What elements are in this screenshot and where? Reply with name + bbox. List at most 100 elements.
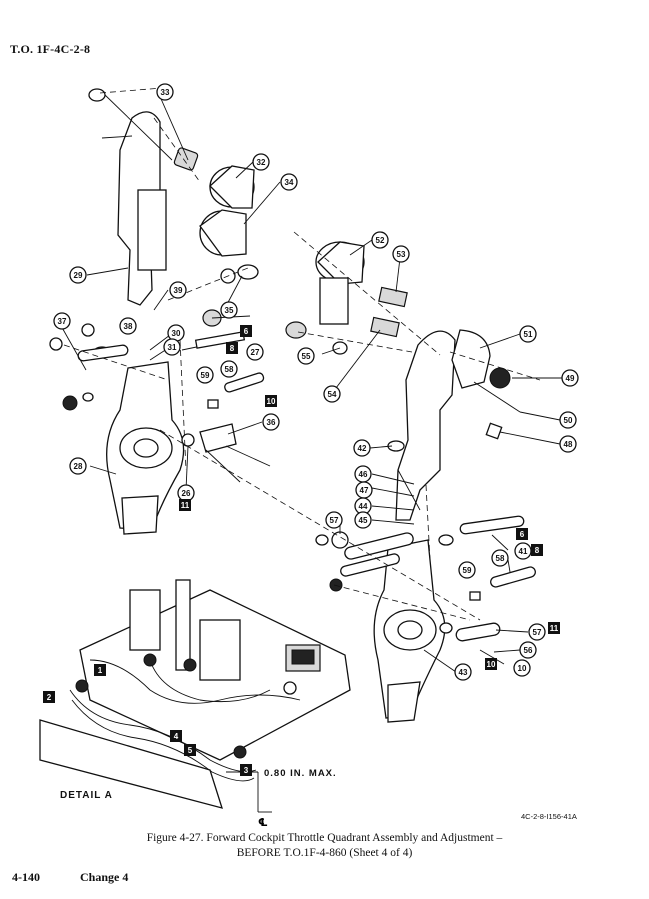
flag-number: 8 [535,546,540,555]
callout-number: 30 [172,329,181,338]
callout-43: 43 [454,663,472,681]
flag-note-11: 11 [548,622,560,634]
callout-number: 57 [330,516,339,525]
detail-a-quadrant [39,579,351,813]
callout-26: 26 [177,484,195,502]
centerline-symbol: ℄ [258,816,268,829]
callout-layer: 33 32 34 29 38 39 35 30 27 31 28 37 59 58 36 26 52 53 55 54… [53,83,579,681]
callout-number: 32 [257,158,266,167]
flag-number: 6 [520,530,525,539]
callout-50: 50 [559,411,577,429]
callout-number: 29 [74,271,83,280]
callout-52: 52 [371,231,389,249]
callout-30: 30 [167,324,185,342]
callout-55: 55 [297,347,315,365]
callout-54: 54 [323,385,341,403]
callout-48: 48 [559,435,577,453]
callout-59: 59 [196,366,214,384]
callout-58: 58 [491,549,509,567]
flag-note-8: 8 [226,342,238,354]
flag-number: 10 [487,660,496,669]
flag-note-3: 3 [240,764,252,776]
detail-a-label: DETAIL A [60,790,113,801]
flag-number: 11 [181,501,190,510]
callout-10: 10 [513,659,531,677]
page-number: 4-140 [12,870,40,884]
callout-53: 53 [392,245,410,263]
callout-number: 54 [328,390,337,399]
callout-28: 28 [69,457,87,475]
callout-42: 42 [353,439,371,457]
callout-39: 39 [169,281,187,299]
callout-45: 45 [354,511,372,529]
flag-number: 1 [98,666,103,675]
flag-note-8: 8 [531,544,543,556]
flag-number: 5 [188,746,193,755]
document-id: T.O. 1F-4C-2-8 [10,42,91,56]
drawing-code: 4C-2-8-I156-41A [521,812,577,821]
callout-number: 36 [267,418,276,427]
callout-number: 28 [74,462,83,471]
flag-number: 4 [174,732,179,741]
callout-number: 59 [463,566,472,575]
callout-37: 37 [53,312,71,330]
callout-number: 51 [524,330,533,339]
callout-49: 49 [561,369,579,387]
callout-number: 34 [285,178,294,187]
callout-56: 56 [519,641,537,659]
callout-57: 57 [325,511,343,529]
callout-46: 46 [354,465,372,483]
flag-note-10: 10 [485,658,497,670]
callout-number: 58 [225,365,234,374]
callout-number: 45 [359,516,368,525]
callout-number: 58 [496,554,505,563]
flag-note-1: 1 [94,664,106,676]
callout-number: 49 [566,374,575,383]
callout-58: 58 [220,360,238,378]
flag-number: 2 [47,693,52,702]
callout-41: 41 [514,542,532,560]
callout-number: 42 [358,444,367,453]
callout-number: 44 [359,502,368,511]
flag-note-6: 6 [240,325,252,337]
flag-note-11: 11 [179,499,191,511]
callout-number: 57 [533,628,542,637]
callout-number: 50 [564,416,573,425]
dimension-label: 0.80 IN. MAX. [264,768,337,779]
callout-34: 34 [280,173,298,191]
callout-number: 47 [360,486,369,495]
left-small-parts [49,88,271,483]
flag-number: 3 [244,766,249,775]
flag-number: 10 [267,397,276,406]
flag-number: 6 [244,327,249,336]
change-number: Change 4 [80,870,129,884]
callout-32: 32 [252,153,270,171]
caption-line-2: BEFORE T.O.1F-4-860 (Sheet 4 of 4) [236,847,413,859]
callout-number: 38 [124,322,133,331]
callout-number: 26 [182,489,191,498]
callout-number: 33 [161,88,170,97]
callout-number: 41 [519,547,528,556]
flag-note-10: 10 [265,395,277,407]
callout-number: 27 [251,348,260,357]
caption-line-1: Figure 4-27. Forward Cockpit Throttle Qu… [146,832,503,844]
callout-38: 38 [119,317,137,335]
callout-number: 43 [459,668,468,677]
callout-35: 35 [220,301,238,319]
callout-number: 39 [174,286,183,295]
callout-33: 33 [156,83,174,101]
callout-number: 59 [201,371,210,380]
callout-29: 29 [69,266,87,284]
callout-number: 10 [518,664,527,673]
callout-number: 52 [376,236,385,245]
callout-36: 36 [262,413,280,431]
right-small-parts [285,241,536,665]
callout-number: 56 [524,646,533,655]
flag-note-4: 4 [170,730,182,742]
callout-31: 31 [163,338,181,356]
callout-57: 57 [528,623,546,641]
callout-51: 51 [519,325,537,343]
flag-note-5: 5 [184,744,196,756]
callout-number: 35 [225,306,234,315]
